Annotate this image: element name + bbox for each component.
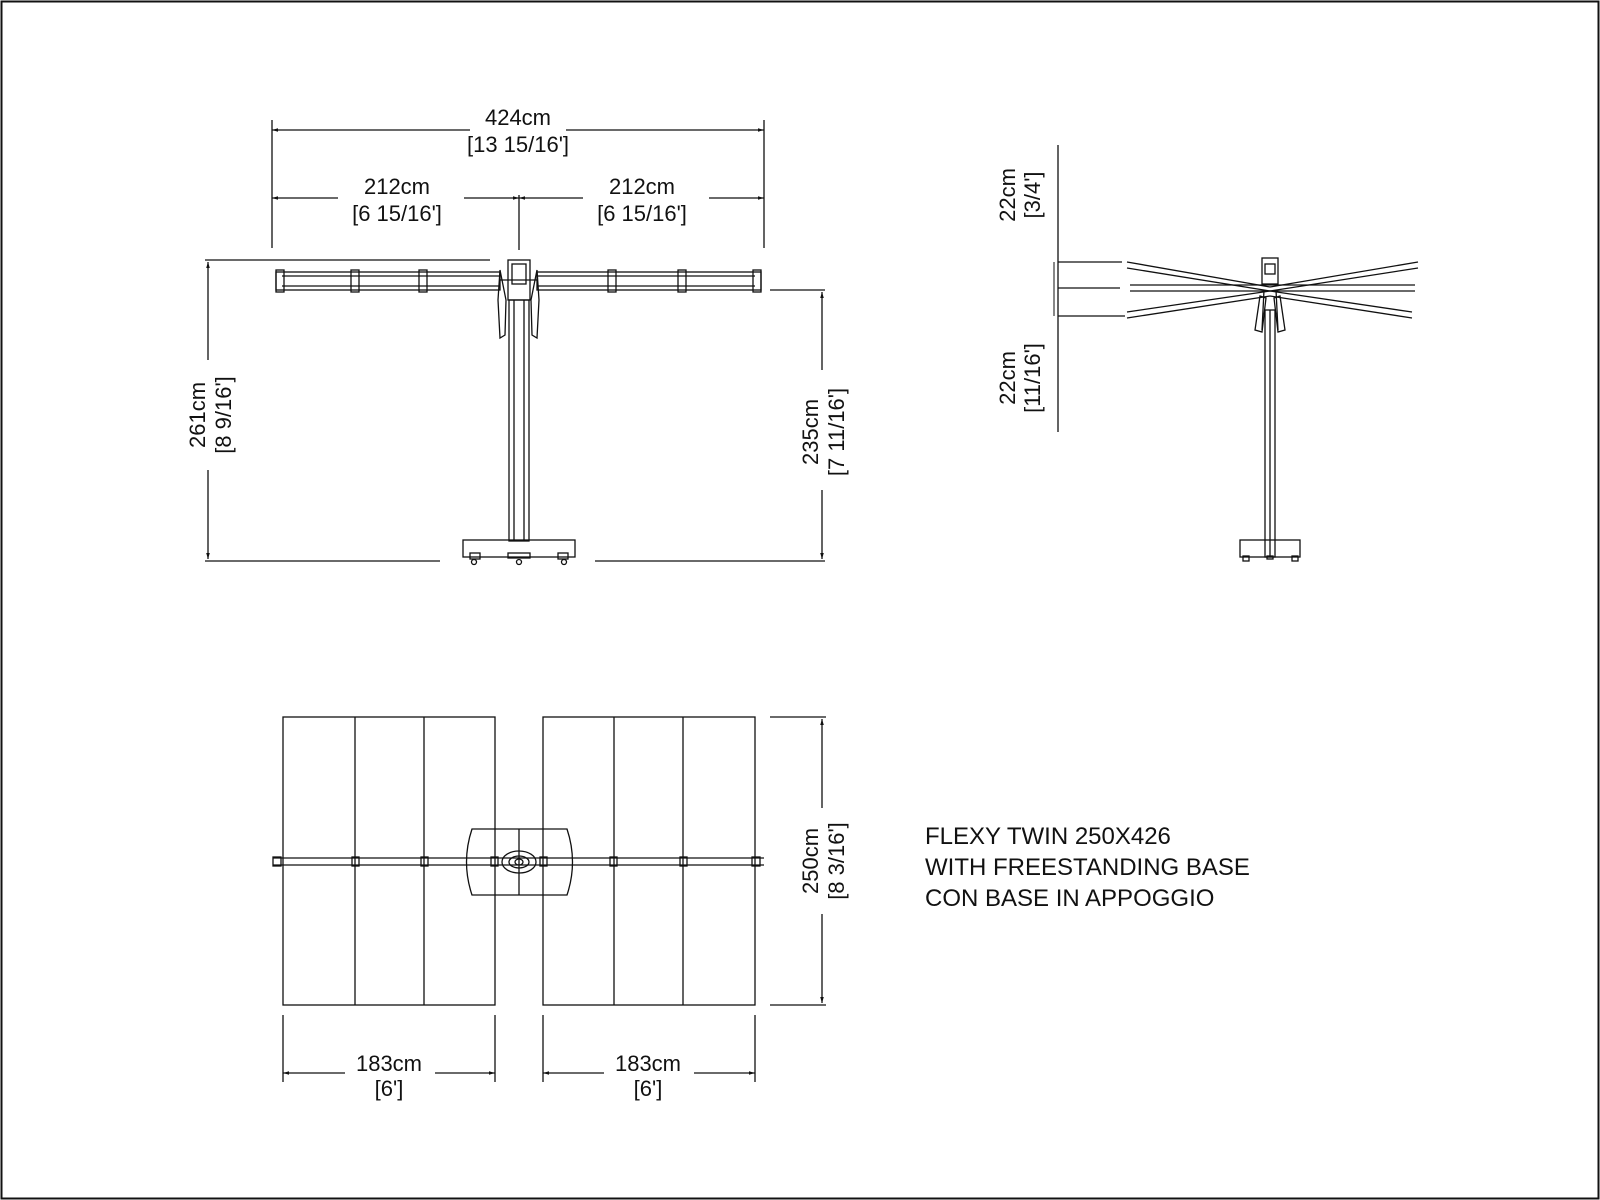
depth-metric: 250cm [798, 828, 823, 894]
clear-height-imperial: [7 11/16'] [824, 388, 849, 476]
overall-width-metric: 424cm [485, 105, 551, 130]
front-view [205, 120, 825, 566]
title-line-1: FLEXY TWIN 250X426 [925, 823, 1171, 850]
overall-width-imperial: [13 15/16'] [467, 132, 569, 157]
lower-tilt-imperial: [11/16'] [1020, 343, 1045, 413]
right-arm-metric: 212cm [609, 174, 675, 199]
lower-tilt-metric: 22cm [995, 351, 1020, 405]
left-canopy-metric: 183cm [356, 1051, 422, 1076]
left-arm-metric: 212cm [364, 174, 430, 199]
title-line-3: CON BASE IN APPOGGIO [925, 885, 1214, 912]
total-height-imperial: [8 9/16'] [211, 376, 236, 454]
side-view [1053, 145, 1419, 562]
upper-tilt-metric: 22cm [995, 168, 1020, 222]
left-arm-imperial: [6 15/16'] [352, 201, 442, 226]
top-view [272, 716, 826, 1082]
upper-tilt-imperial: [3/4'] [1020, 171, 1045, 218]
right-arm-imperial: [6 15/16'] [597, 201, 687, 226]
right-canopy-metric: 183cm [615, 1051, 681, 1076]
clear-height-metric: 235cm [798, 399, 823, 465]
depth-imperial: [8 3/16'] [824, 822, 849, 900]
title-line-2: WITH FREESTANDING BASE [925, 854, 1250, 881]
right-canopy-imperial: [6'] [634, 1076, 663, 1101]
total-height-metric: 261cm [185, 382, 210, 448]
title-block: FLEXY TWIN 250X426 WITH FREESTANDING BAS… [925, 823, 1250, 912]
left-canopy-imperial: [6'] [375, 1076, 404, 1101]
